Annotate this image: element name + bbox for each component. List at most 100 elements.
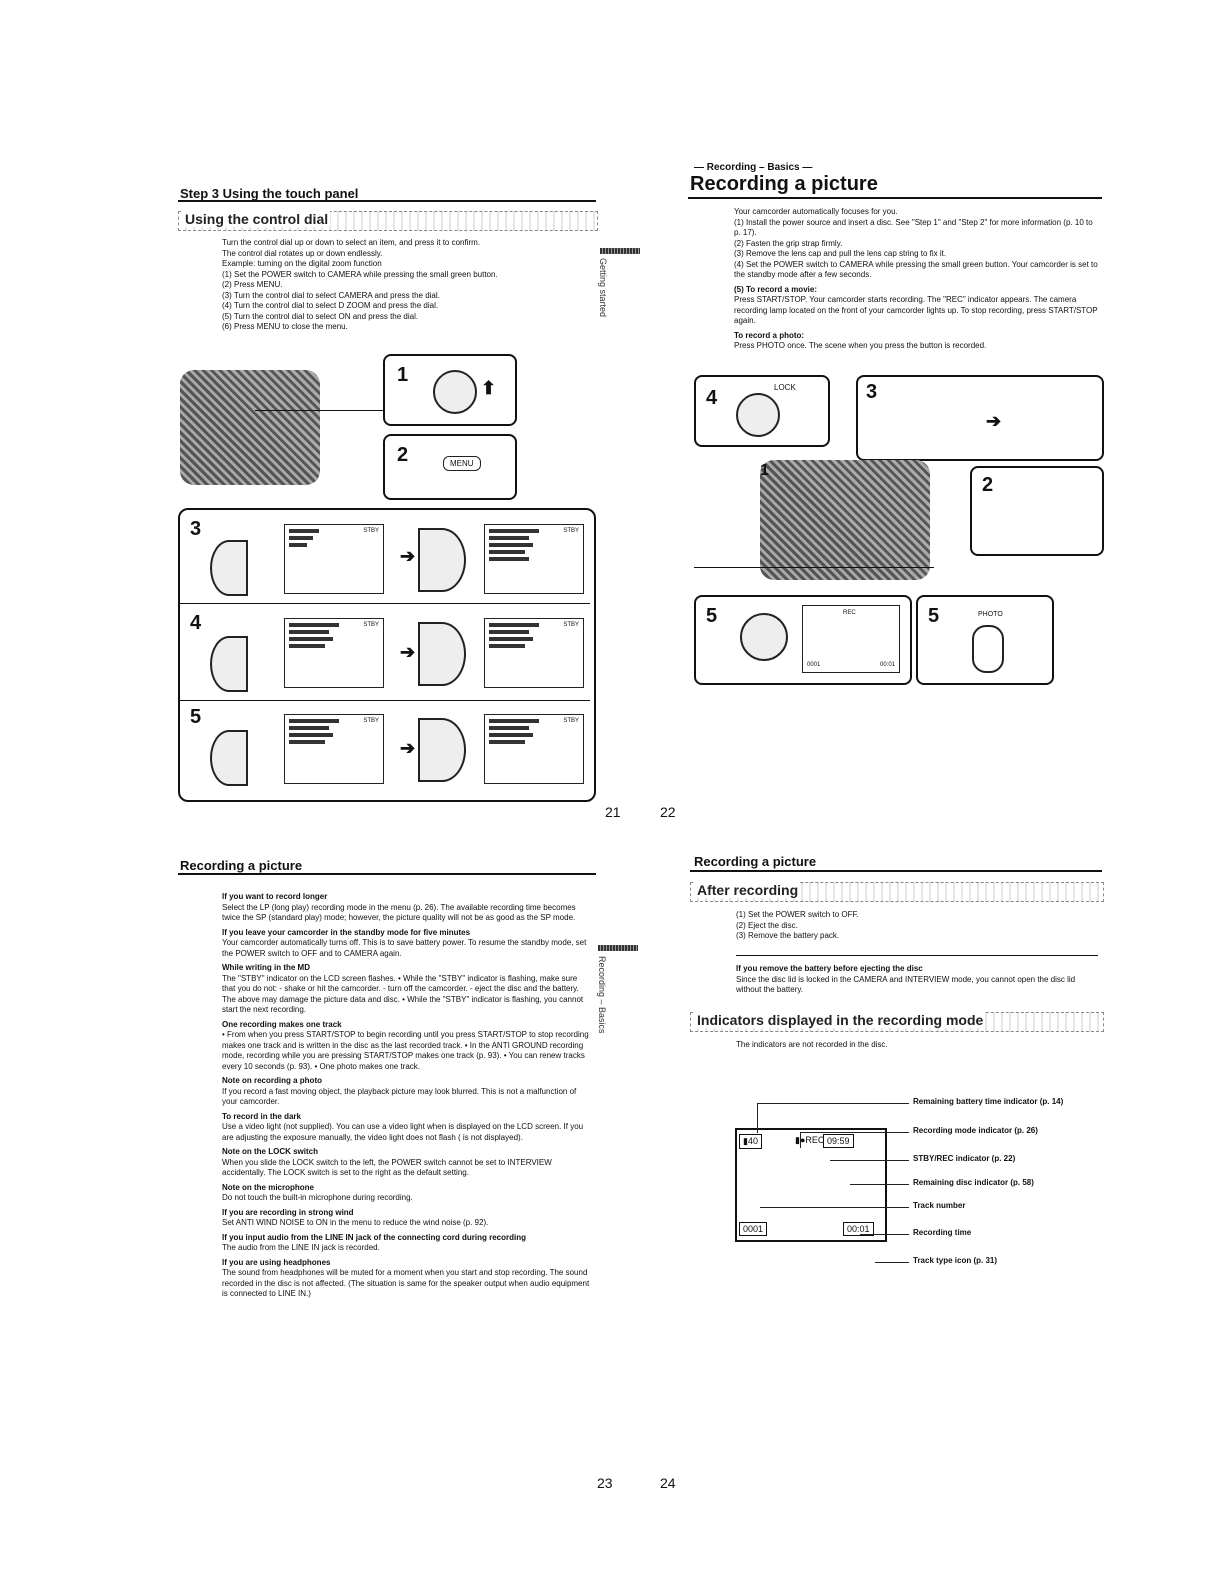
step-item: (4) Set the POWER switch to CAMERA while…	[734, 259, 1098, 280]
section-label: — Recording – Basics —	[694, 162, 813, 173]
title-rule	[688, 197, 1102, 199]
note-text: Set ANTI WIND NOISE to ON in the menu to…	[222, 1218, 489, 1227]
status-text: STBY	[563, 718, 579, 724]
note-title: To record in the dark	[222, 1111, 301, 1121]
arrow-right-icon: ➔	[400, 642, 416, 662]
note-title: One recording makes one track	[222, 1019, 342, 1029]
note-text: If you record a fast moving object, the …	[222, 1086, 577, 1107]
after-steps: (1) Set the POWER switch to OFF. (2) Eje…	[736, 910, 1098, 942]
intro-line: Example: turning on the digital zoom fun…	[222, 259, 382, 268]
callout-number: 4	[190, 612, 202, 634]
note-title: If you remove the battery before ejectin…	[736, 964, 923, 973]
camcorder-illustration	[180, 370, 320, 485]
page-title: Recording a picture	[690, 173, 878, 195]
callout-box-5-photo: 5 PHOTO	[916, 595, 1054, 685]
indicator-label: Recording time	[913, 1228, 972, 1237]
note-text: The "STBY" indicator on the LCD screen f…	[222, 973, 584, 1015]
lcd-screen: STBY	[484, 618, 584, 688]
arrow-right-icon: ➔	[400, 738, 416, 758]
status-text: STBY	[563, 622, 579, 628]
lcd-screen: STBY	[484, 524, 584, 594]
callout-number: 1	[760, 462, 769, 479]
leader-line	[255, 410, 383, 411]
leader-line	[757, 1103, 909, 1104]
indicators-intro: The indicators are not recorded in the d…	[736, 1040, 888, 1049]
control-dial-icon	[210, 636, 248, 692]
page21-text: Turn the control dial up or down to sele…	[222, 238, 592, 333]
indicator-label: Track type icon (p. 31)	[913, 1256, 998, 1265]
callout-number: 2	[397, 444, 409, 466]
step-header: Step 3 Using the touch panel	[180, 186, 359, 201]
divider	[180, 700, 590, 701]
control-dial-icon	[210, 730, 248, 786]
step-item: (6) Press MENU to close the menu.	[222, 322, 348, 331]
note-text: Use a video light (not supplied). You ca…	[222, 1122, 584, 1142]
battery-icon: ▮	[743, 1136, 748, 1146]
power-switch-icon	[736, 393, 780, 437]
page-number: 22	[660, 804, 676, 820]
indicator-label: Recording mode indicator (p. 26)	[913, 1126, 1038, 1135]
note-text: The audio from the LINE IN jack is recor…	[222, 1243, 380, 1252]
callout-number: 2	[982, 474, 994, 496]
leader-line	[875, 1262, 909, 1263]
page-number: 24	[660, 1475, 676, 1491]
lcd-screen: STBY	[484, 714, 584, 784]
indicator-label: Track number	[913, 1201, 966, 1210]
control-dial-icon	[433, 370, 477, 414]
note-title: If you want to record longer	[222, 892, 328, 901]
camcorder-illustration	[760, 460, 930, 580]
note-text: Since the disc lid is locked in the CAME…	[736, 974, 1076, 995]
page-header: Recording a picture	[180, 858, 303, 873]
band-title: After recording	[695, 882, 801, 898]
page23-text: If you want to record longer Select the …	[222, 888, 590, 1300]
battery-minutes: 40	[747, 1136, 758, 1146]
photo-label: PHOTO	[978, 611, 1003, 618]
note-text: The sound from headphones will be muted …	[222, 1268, 590, 1298]
note-text: • From when you press START/STOP to begi…	[222, 1030, 589, 1071]
step-item: (4) Turn the control dial to select D ZO…	[222, 301, 439, 310]
indicator-label: STBY/REC indicator (p. 22)	[913, 1154, 1016, 1163]
track-number: 0001	[807, 662, 821, 668]
note-title: If you input audio from the LINE IN jack…	[222, 1232, 527, 1242]
note-title: While writing in the MD	[222, 963, 310, 972]
step-item: (2) Fasten the grip strap firmly.	[734, 238, 843, 248]
note-text: Do not touch the built-in microphone dur…	[222, 1193, 413, 1202]
status-text: STBY	[363, 622, 379, 628]
lcd-screen: REC 0001 00:01	[802, 605, 900, 673]
header-rule	[178, 873, 596, 875]
callout-box-2: 2 MENU	[383, 434, 517, 500]
page-number: 23	[597, 1475, 613, 1491]
battery-indicator: ▮40	[739, 1134, 762, 1149]
leader-line	[830, 1160, 909, 1161]
band-title: Indicators displayed in the recording mo…	[695, 1012, 986, 1028]
callout-number: 1	[397, 364, 409, 386]
leader-line	[860, 1234, 909, 1235]
lock-label: LOCK	[774, 383, 796, 392]
step-item: (3) Remove the lens cap and pull the len…	[734, 249, 947, 258]
side-tab: Getting started	[598, 258, 608, 318]
menu-button-icon: MENU	[443, 456, 481, 471]
start-stop-button-icon	[740, 613, 788, 661]
divider	[180, 603, 590, 604]
page-header: Recording a picture	[694, 854, 817, 869]
note-title: Note on the microphone	[222, 1182, 314, 1192]
note-title: If you are recording in strong wind	[222, 1207, 354, 1217]
step-item: (2) Eject the disc.	[736, 920, 798, 930]
arrow-up-icon: ⬆	[481, 378, 497, 398]
tab-marker	[600, 248, 640, 254]
note-title: If you are using headphones	[222, 1257, 331, 1267]
step-item: (1) Set the POWER switch to OFF.	[736, 910, 859, 919]
callout-number: 3	[866, 381, 878, 403]
lcd-screen-diagram: ▮40 ▮●REC 09:59 0001 00:01	[735, 1128, 887, 1242]
control-dial-icon	[418, 622, 466, 686]
page-number: 21	[605, 804, 621, 820]
rec-text: REC	[805, 1135, 825, 1145]
step-item: (3) Turn the control dial to select CAME…	[222, 290, 440, 300]
callout-box-3: 3 ➔	[856, 375, 1104, 461]
callout-box-1: 1 ⬆	[383, 354, 517, 426]
leader-line	[760, 1207, 909, 1208]
step-item: Press START/STOP. Your camcorder starts …	[734, 295, 1098, 325]
divider	[736, 955, 1098, 956]
indicator-label: Remaining disc indicator (p. 58)	[913, 1178, 1034, 1187]
step-item: (1) Set the POWER switch to CAMERA while…	[222, 269, 498, 279]
